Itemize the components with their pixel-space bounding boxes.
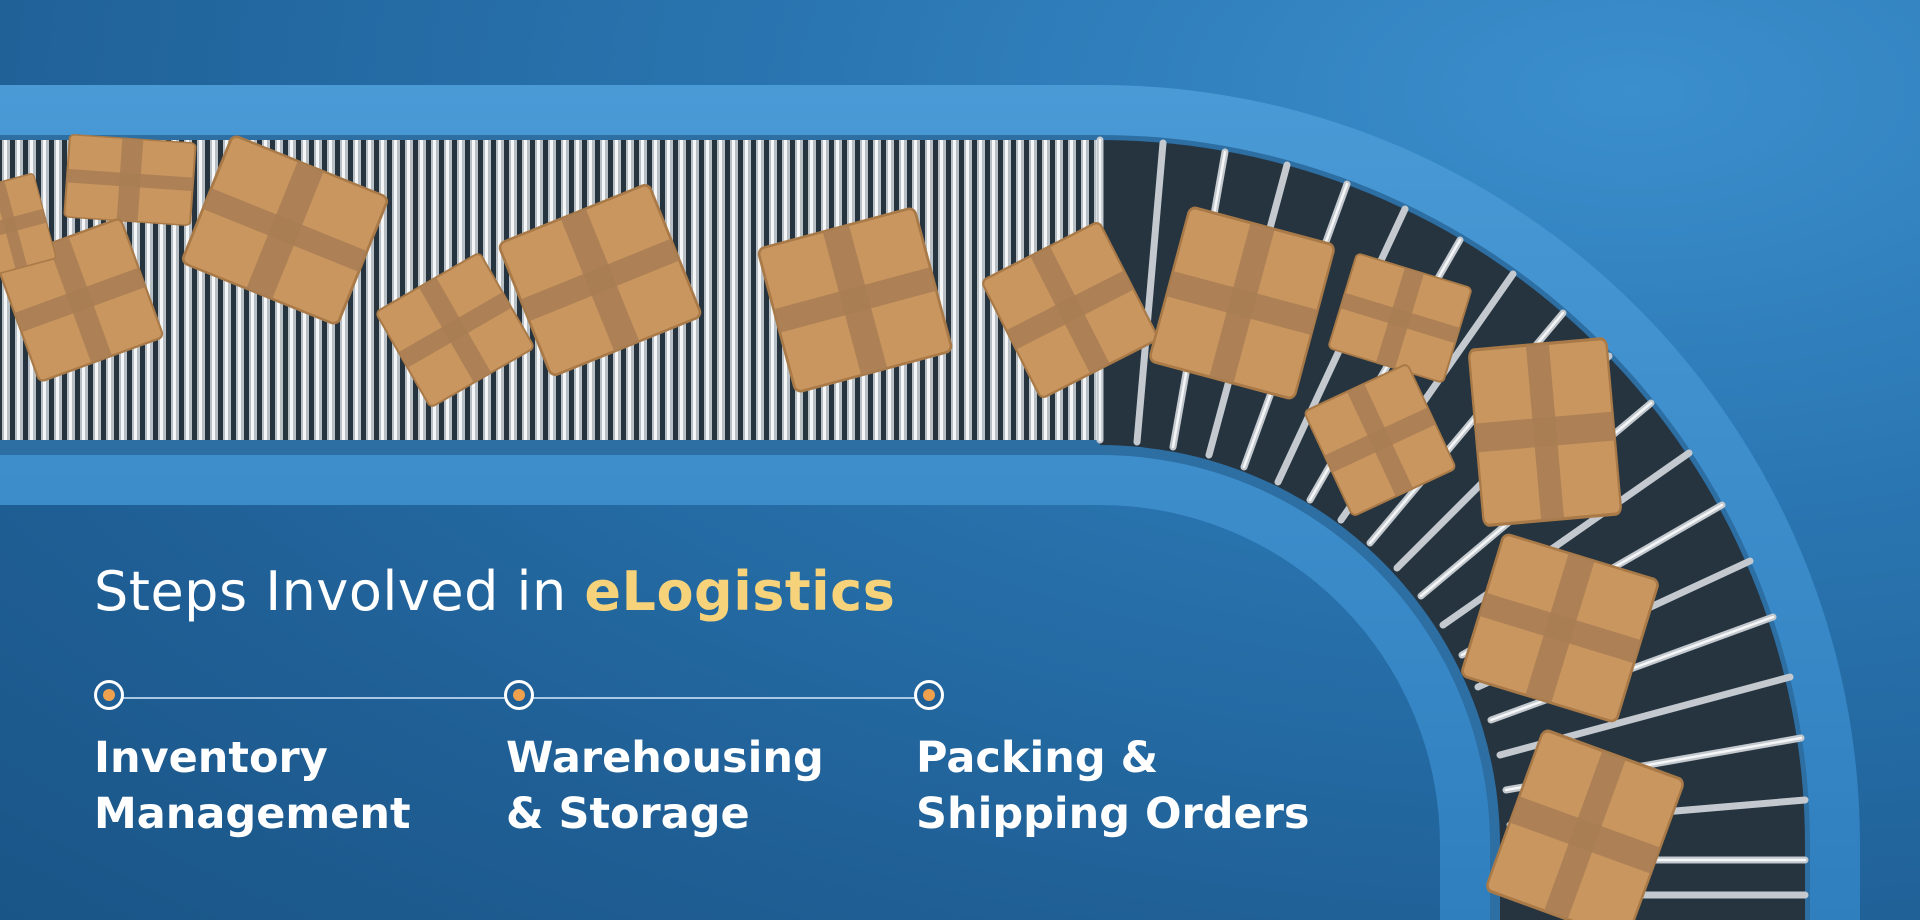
step-3-marker-icon (914, 680, 944, 710)
step-3-line-2: Shipping Orders (916, 789, 1310, 839)
step-3-line-1: Packing & (916, 733, 1159, 783)
step-1-line-1: Inventory (94, 733, 328, 783)
steps-timeline (94, 678, 950, 718)
step-2-marker-icon (504, 680, 534, 710)
title-accent: eLogistics (584, 560, 896, 623)
step-1-line-2: Management (94, 789, 411, 839)
page-title: Steps Involved in eLogistics (94, 560, 895, 623)
step-2-label: Warehousing & Storage (506, 730, 824, 842)
title-prefix: Steps Involved in (94, 560, 567, 623)
step-2-line-2: & Storage (506, 789, 750, 839)
step-2-line-1: Warehousing (506, 733, 824, 783)
step-3-label: Packing & Shipping Orders (916, 730, 1310, 842)
step-1-marker-icon (94, 680, 124, 710)
step-1-label: Inventory Management (94, 730, 411, 842)
